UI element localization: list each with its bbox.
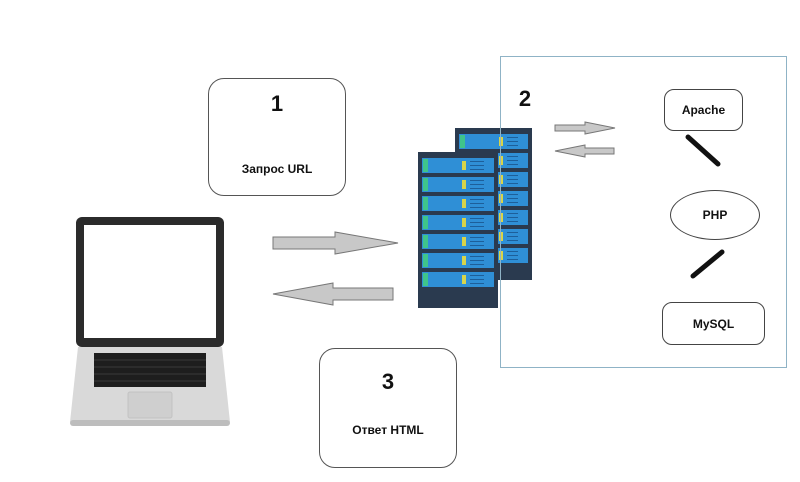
php-ellipse: PHP [670, 190, 760, 240]
apache-to-server-arrow [554, 144, 615, 158]
step-1-number: 1 [270, 91, 284, 116]
mysql-box: MySQL [662, 302, 765, 345]
step-1-label: Запрос URL [241, 162, 313, 176]
php-mysql-connector [690, 249, 725, 279]
request-arrow [272, 231, 399, 255]
apache-php-connector [685, 134, 721, 167]
server-side-frame [500, 56, 787, 368]
step-2-number: 2 [518, 86, 532, 111]
laptop-icon [70, 217, 230, 426]
response-arrow [272, 282, 394, 306]
apache-box: Apache [664, 89, 743, 131]
step-1-box: 1 Запрос URL [208, 78, 346, 196]
step-3-label: Ответ HTML [352, 423, 424, 437]
step-3-number: 3 [381, 369, 395, 394]
server-to-apache-arrow [554, 121, 616, 135]
server-rack-icon [418, 128, 532, 308]
step-3-box: 3 Ответ HTML [319, 348, 457, 468]
